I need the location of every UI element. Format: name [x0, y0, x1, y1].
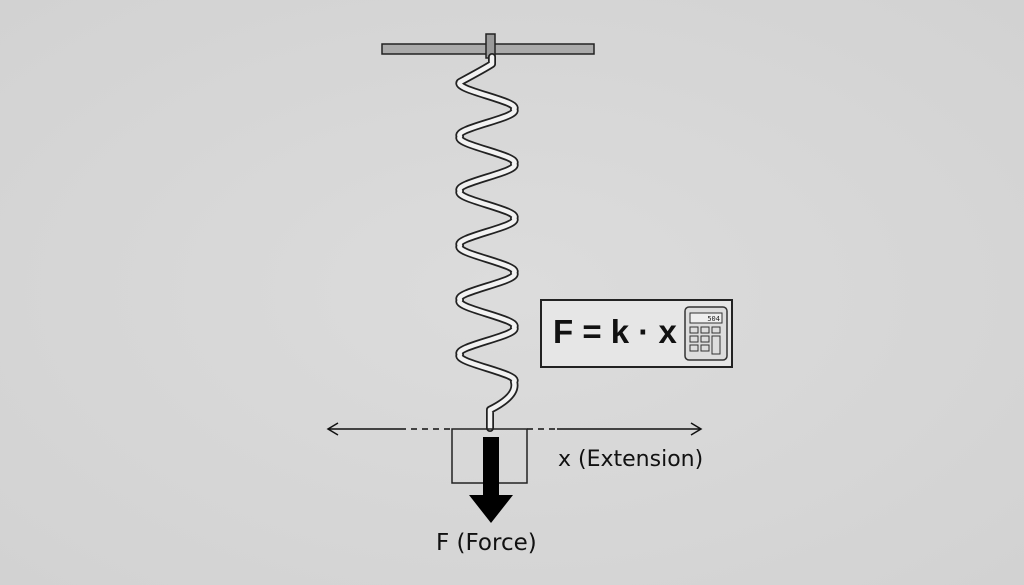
- calculator-icon: 504: [684, 306, 728, 361]
- arrowhead-right: [690, 422, 703, 436]
- force-arrow: [469, 437, 513, 523]
- spring: [455, 53, 519, 432]
- extension-axis: [326, 422, 703, 436]
- formula-text: F = k · x: [553, 313, 677, 350]
- arrowhead-left: [326, 422, 339, 436]
- force-label: F (Force): [436, 530, 537, 556]
- calculator-display: 504: [707, 315, 720, 323]
- extension-label: x (Extension): [558, 447, 704, 472]
